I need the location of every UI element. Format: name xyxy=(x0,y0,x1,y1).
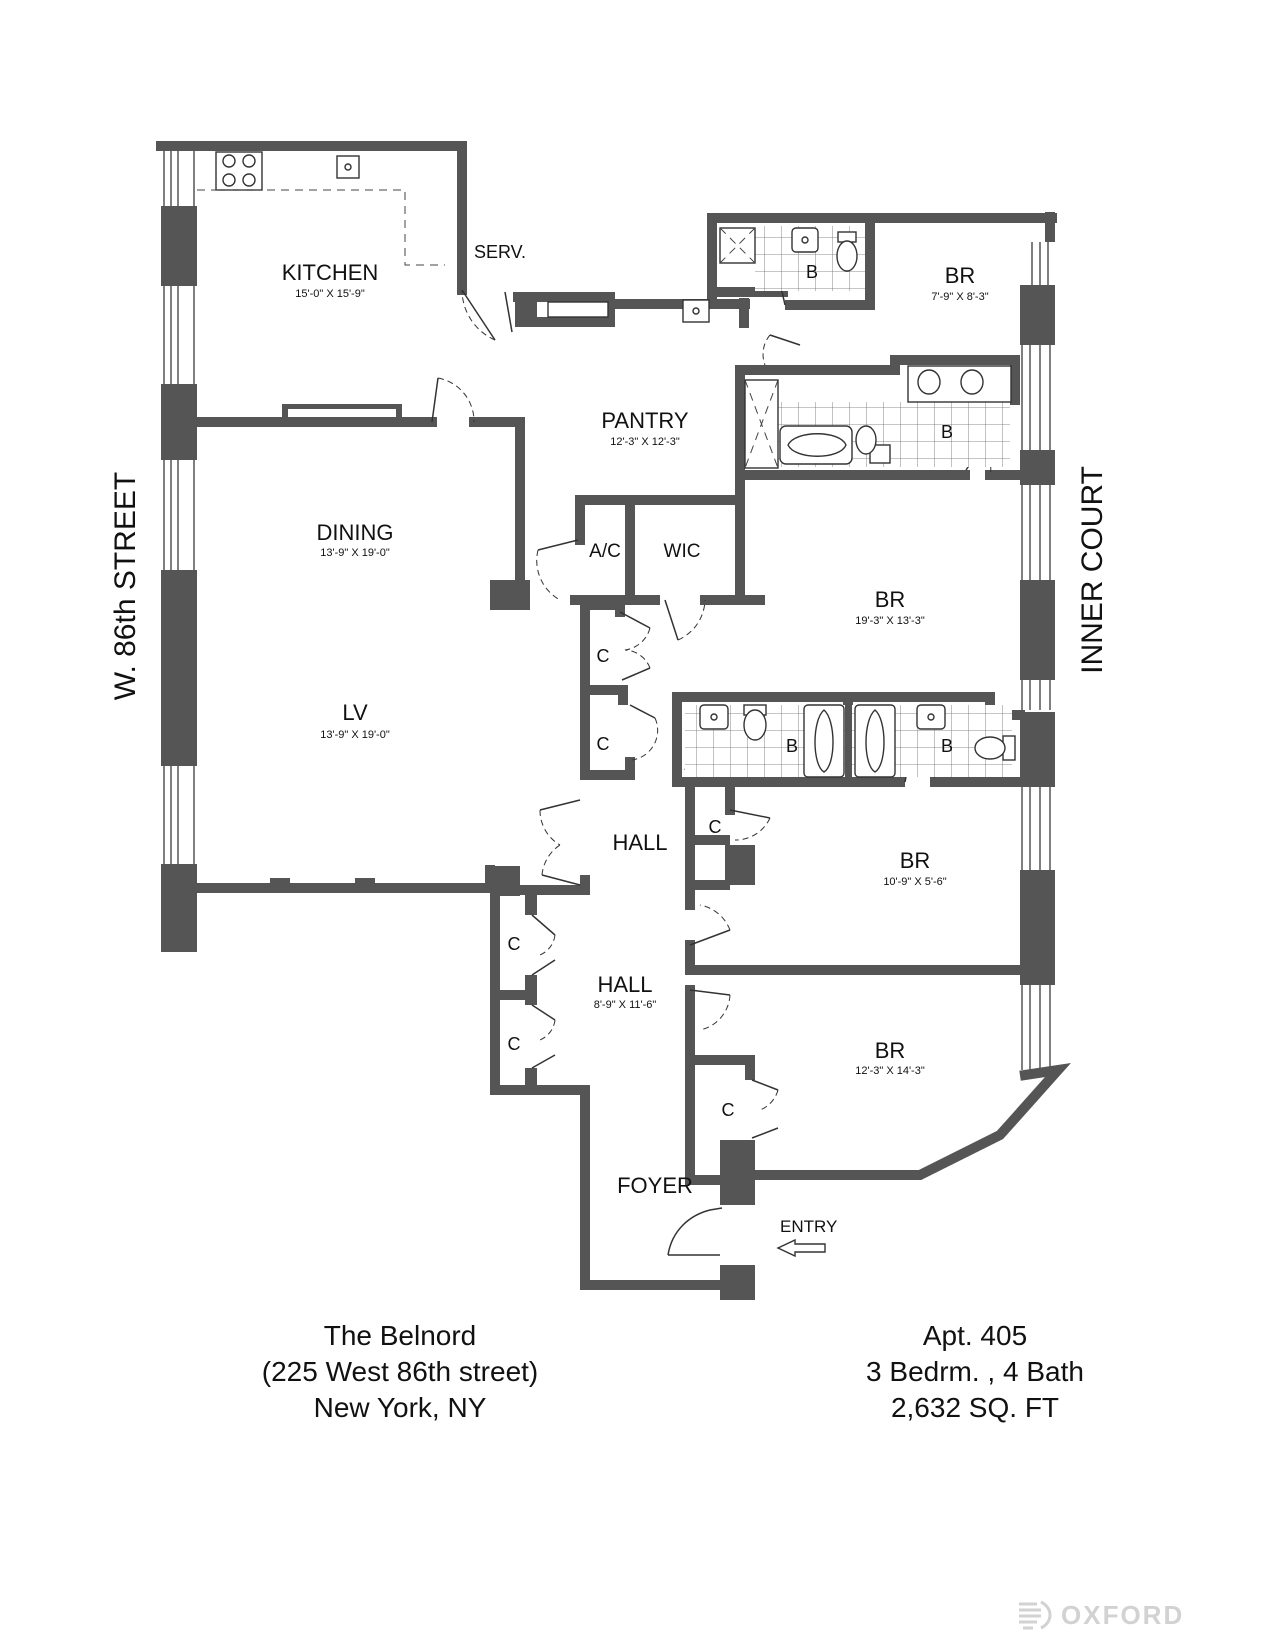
bath1-br1-walls xyxy=(707,212,1057,485)
kitchen-fixtures xyxy=(197,151,710,323)
building-caption: The Belnord (225 West 86th street) New Y… xyxy=(200,1318,600,1426)
room-label-br3: BR xyxy=(900,848,931,873)
oxford-logo-icon xyxy=(1019,1600,1052,1630)
room-dims-br2: 19'-3" X 13'-3" xyxy=(855,615,925,627)
east-court-label: INNER COURT xyxy=(1076,466,1109,674)
room-label-hall1: HALL xyxy=(612,830,667,855)
room-label-br1: BR xyxy=(945,263,976,288)
room-label-bath2: B xyxy=(941,422,953,442)
bath1-fixtures xyxy=(719,226,865,291)
entry-label: ENTRY xyxy=(780,1217,837,1236)
west-wall xyxy=(161,145,197,952)
room-label-closet3: C xyxy=(709,817,722,837)
room-dims-pantry: 12'-3" X 12'-3" xyxy=(610,436,680,448)
room-label-closet5: C xyxy=(508,1034,521,1054)
east-wall xyxy=(745,485,1071,1180)
oxford-logo: OXFORD xyxy=(1015,1598,1184,1632)
dining-living-walls xyxy=(192,404,540,896)
room-label-dining: DINING xyxy=(317,520,394,545)
room-label-wic: WIC xyxy=(664,541,701,562)
room-dims-lv: 13'-9" X 19'-0" xyxy=(320,729,390,741)
entry-arrow xyxy=(776,1238,826,1258)
room-label-closet2: C xyxy=(597,734,610,754)
room-label-closet6: C xyxy=(722,1100,735,1120)
room-label-kitchen: KITCHEN xyxy=(282,260,379,285)
room-label-lv: LV xyxy=(342,700,368,725)
oxford-logo-text: OXFORD xyxy=(1061,1599,1185,1630)
kitchen-walls xyxy=(156,141,750,328)
building-city: New York, NY xyxy=(313,1392,487,1423)
room-label-closet4: C xyxy=(508,934,521,954)
room-dims-kitchen: 15'-0" X 15'-9" xyxy=(295,288,365,300)
west-street-label: W. 86th STREET xyxy=(109,472,142,700)
room-dims-dining: 13'-9" X 19'-0" xyxy=(320,547,390,559)
apartment-area: 2,632 SQ. FT xyxy=(890,1392,1060,1423)
br4-foyer-walls xyxy=(685,985,755,1300)
room-label-closet1: C xyxy=(597,646,610,666)
room-label-bath3: B xyxy=(786,736,798,756)
closets-1-2-walls xyxy=(580,600,635,780)
room-dims-br4: 12'-3" X 14'-3" xyxy=(855,1065,925,1077)
room-label-bath1: B xyxy=(806,262,818,282)
br3-walls xyxy=(685,780,1025,975)
room-dims-hall2: 8'-9" X 11'-6" xyxy=(594,999,657,1011)
apartment-caption: Apt. 405 3 Bedrm. , 4 Bath 2,632 SQ. FT xyxy=(790,1318,1160,1426)
room-label-bath4: B xyxy=(941,736,953,756)
room-dims-br3: 10'-9" X 5'-6" xyxy=(883,876,946,888)
building-name: The Belnord xyxy=(323,1320,477,1351)
apartment-unit: Apt. 405 xyxy=(922,1320,1028,1351)
room-label-foyer: FOYER xyxy=(617,1173,693,1198)
room-label-br2: BR xyxy=(875,587,906,612)
pantry-walls xyxy=(570,470,765,605)
bath2-walls xyxy=(735,355,1025,480)
room-label-serv: SERV. xyxy=(474,242,526,262)
apartment-rooms: 3 Bedrm. , 4 Bath xyxy=(866,1356,1084,1387)
building-address: (225 West 86th street) xyxy=(261,1356,539,1387)
room-label-ac: A/C xyxy=(589,541,621,562)
hall2-closets-walls xyxy=(490,875,725,1290)
room-dims-br1: 7'-9" X 8'-3" xyxy=(931,291,988,303)
bath2-fixtures xyxy=(744,365,1012,469)
room-label-hall2: HALL xyxy=(597,972,652,997)
bath3-bath4-fixtures xyxy=(685,704,1016,778)
room-label-pantry: PANTRY xyxy=(601,408,689,433)
room-label-br4: BR xyxy=(875,1038,906,1063)
